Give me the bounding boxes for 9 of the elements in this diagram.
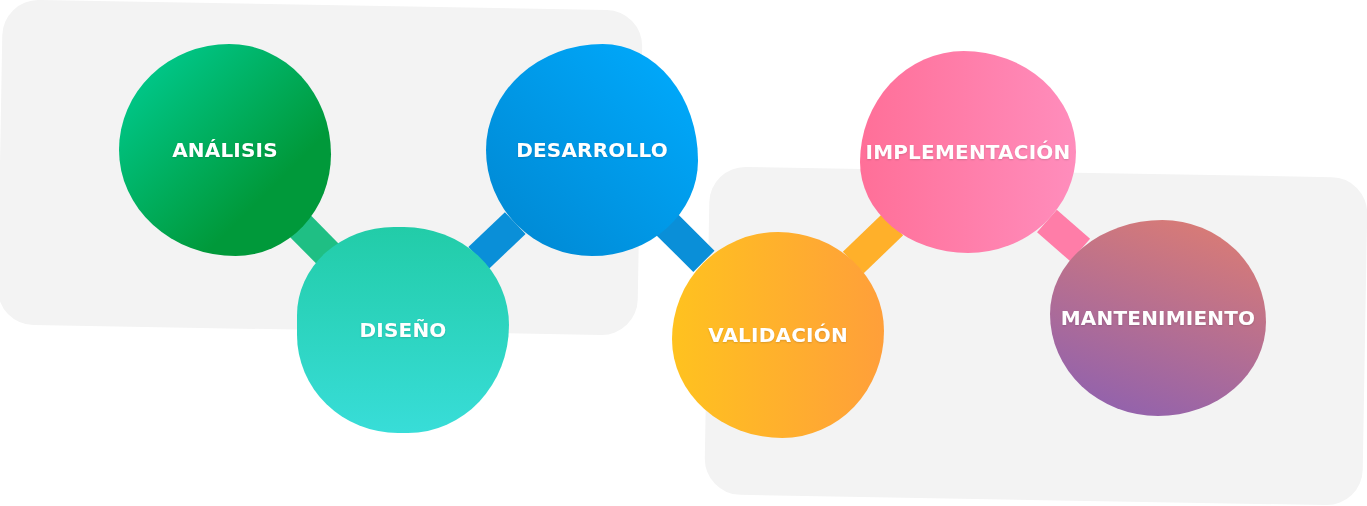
connector-bridge [468, 212, 526, 269]
stage-label: IMPLEMENTACIÓN [865, 140, 1071, 164]
stage-label: MANTENIMIENTO [1060, 306, 1256, 330]
connector-bridge [1037, 209, 1091, 262]
stage-label: DISEÑO [359, 318, 447, 342]
stage-label: ANÁLISIS [172, 138, 278, 162]
stage-label: DESARROLLO [516, 138, 668, 162]
connector-bridge [842, 213, 904, 274]
stage-label: VALIDACIÓN [708, 323, 848, 347]
